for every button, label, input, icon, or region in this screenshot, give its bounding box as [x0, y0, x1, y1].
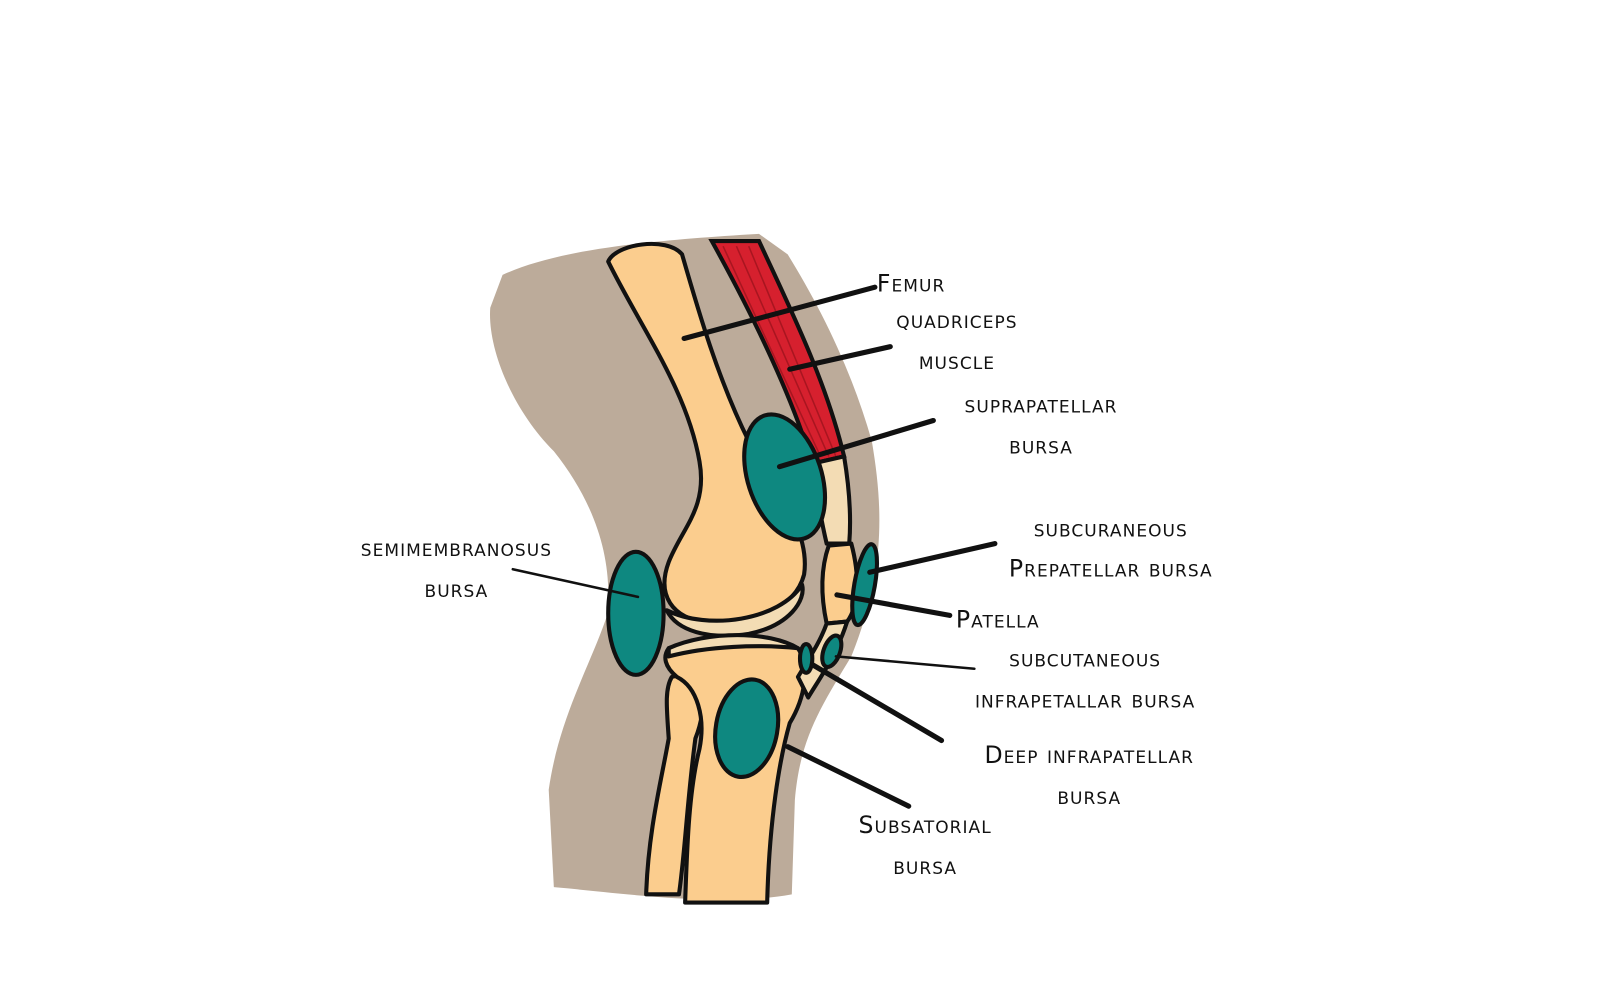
leader-subsatorial	[785, 744, 912, 809]
label-quadriceps-2: muscle	[919, 347, 995, 375]
leader-semimembranosus	[511, 567, 640, 599]
label-deep-infra-1: Deep infrapatellar	[984, 741, 1193, 769]
meniscus-lower	[666, 633, 800, 659]
leader-quadriceps	[787, 344, 893, 372]
leader-prepatellar	[867, 541, 998, 575]
leader-subcut-infra	[834, 655, 976, 670]
label-semimembranosus-1: semimembranosus	[361, 534, 552, 562]
semimembranosus-bursa	[606, 549, 666, 677]
label-femur: Femur	[877, 269, 945, 297]
suprapatellar-bursa	[742, 412, 828, 542]
label-deep-infra-2: bursa	[1057, 782, 1121, 810]
leader-deep-infra	[809, 662, 945, 744]
deep-infrapatellar-bursa	[797, 642, 815, 675]
label-suprapatellar-2: bursa	[1009, 431, 1073, 459]
leader-patella	[834, 592, 953, 618]
subcutaneous-infrapatellar-bursa	[820, 633, 844, 670]
meniscus-upper	[664, 582, 805, 638]
label-patella: Patella	[956, 606, 1040, 634]
label-subsatorial-2: bursa	[893, 852, 957, 880]
label-prepatellar-1: subcuraneous	[1034, 514, 1188, 542]
label-semimembranosus-2: bursa	[425, 575, 489, 603]
label-subsatorial-1: Subsatorial	[859, 811, 992, 839]
label-subcut-infra-1: subcutaneous	[1009, 645, 1161, 673]
label-suprapatellar-1: suprapatellar	[965, 390, 1118, 418]
label-subcut-infra-2: infrapetallar bursa	[975, 686, 1195, 714]
prepatellar-bursa	[850, 542, 880, 628]
subsatorial-bursa	[713, 677, 781, 780]
label-quadriceps-1: quadriceps	[896, 306, 1017, 334]
label-prepatellar-2: Prepatellar bursa	[1009, 554, 1213, 582]
leader-femur	[681, 284, 878, 342]
leader-suprapatellar	[776, 417, 936, 470]
